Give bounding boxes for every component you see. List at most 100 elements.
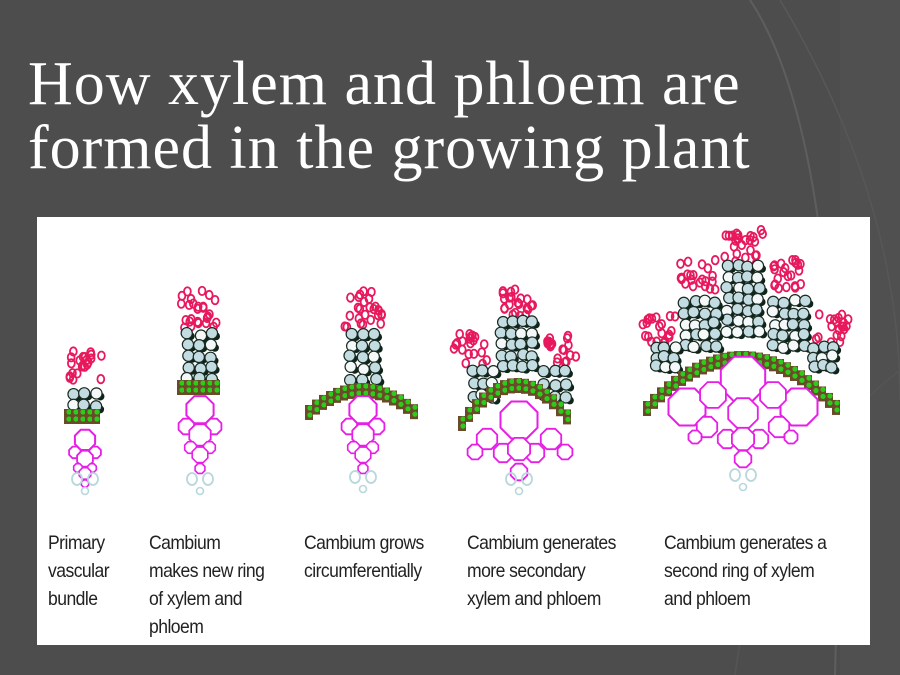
vessel-cell bbox=[192, 338, 206, 352]
vessel-cell bbox=[777, 296, 790, 310]
vessel-cell bbox=[753, 281, 766, 295]
vessel-cell bbox=[344, 360, 357, 373]
cambium-cell bbox=[391, 397, 397, 404]
protoxylem-cell bbox=[505, 472, 517, 486]
phloem-cell bbox=[688, 281, 698, 292]
protoxylem-cell bbox=[358, 484, 368, 494]
cambium-cell bbox=[363, 390, 369, 396]
vessel-cell bbox=[797, 327, 811, 341]
vessel-cell bbox=[752, 325, 766, 338]
phloem-cell bbox=[346, 292, 355, 303]
protoxylem-cell bbox=[202, 472, 214, 486]
cambium-cell bbox=[342, 385, 348, 392]
slide-title: How xylem and phloem are formed in the g… bbox=[28, 52, 888, 180]
cambium-cell bbox=[186, 380, 192, 386]
phloem-cell bbox=[455, 328, 464, 340]
cambium-cell bbox=[328, 398, 334, 404]
cambium-cell bbox=[523, 386, 529, 392]
phloem-cell bbox=[752, 250, 761, 261]
phloem-cell bbox=[364, 293, 374, 304]
phloem-cell bbox=[843, 314, 853, 325]
cambium-cell bbox=[558, 401, 564, 407]
cambium-cell bbox=[509, 378, 515, 385]
phloem-cell bbox=[710, 284, 720, 295]
vessel-cell bbox=[687, 305, 700, 319]
phloem-cell bbox=[683, 256, 693, 267]
vessel-cell bbox=[368, 339, 381, 353]
phloem-cell bbox=[737, 239, 747, 251]
cambium-cell bbox=[73, 409, 79, 415]
cambium-cell bbox=[207, 387, 213, 393]
vessel-cell bbox=[537, 364, 550, 378]
vessel-cell bbox=[343, 349, 356, 362]
caption-line: vascular bbox=[48, 560, 110, 582]
vessel-cell bbox=[731, 325, 744, 339]
cambium-cell bbox=[516, 378, 522, 384]
cambium-cell bbox=[349, 384, 355, 390]
vessel-cell bbox=[788, 293, 802, 307]
phloem-cell bbox=[770, 260, 779, 271]
cambium-cell bbox=[701, 359, 707, 366]
phloem-cell bbox=[746, 245, 755, 256]
caption-line: Primary bbox=[48, 532, 105, 554]
cambium-cell bbox=[778, 366, 784, 372]
vessel-cell bbox=[367, 327, 381, 341]
cambium-cell bbox=[384, 387, 390, 394]
cambium-cell bbox=[412, 404, 418, 410]
phloem-cell bbox=[377, 309, 386, 321]
phloem-cell bbox=[838, 321, 848, 332]
phloem-cell bbox=[695, 277, 705, 288]
vessel-cell bbox=[90, 387, 103, 400]
phloem-cell bbox=[638, 319, 648, 330]
phloem-cell bbox=[461, 358, 471, 369]
caption-line: and phloem bbox=[664, 588, 751, 610]
cambium-cell bbox=[792, 373, 798, 379]
cambium-cell bbox=[214, 387, 220, 393]
cambium-cell bbox=[412, 411, 418, 417]
phloem-cell bbox=[677, 274, 686, 285]
phloem-cell bbox=[687, 274, 696, 285]
vessel-cell bbox=[777, 341, 790, 354]
cambium-cell bbox=[474, 406, 480, 412]
phloem-cell bbox=[469, 348, 479, 359]
cambium-cell bbox=[537, 384, 543, 390]
cambium-cell bbox=[652, 401, 658, 407]
cambium-cell bbox=[673, 383, 679, 389]
phloem-cell bbox=[546, 341, 555, 352]
phloem-cell bbox=[571, 351, 581, 362]
caption-line: Cambium grows bbox=[304, 532, 424, 554]
vessel-cell bbox=[182, 361, 195, 374]
cambium-cell bbox=[544, 395, 550, 402]
vessel-cell bbox=[751, 271, 764, 284]
phloem-cell bbox=[479, 339, 489, 350]
cambium-cell bbox=[481, 399, 487, 406]
phloem-cell bbox=[703, 263, 713, 274]
protoxylem-cell bbox=[186, 472, 198, 486]
phloem-cell bbox=[82, 359, 92, 370]
cambium-cell bbox=[370, 384, 376, 390]
vessel-cell bbox=[356, 350, 370, 364]
cambium-cell bbox=[722, 353, 728, 359]
cambium-cell bbox=[405, 399, 411, 405]
phloem-cell bbox=[356, 318, 366, 329]
vessel-cell bbox=[826, 349, 839, 362]
phloem-cell bbox=[75, 355, 84, 366]
phloem-cell bbox=[500, 303, 509, 314]
vessel-cell bbox=[559, 378, 573, 391]
vessel-cell bbox=[205, 327, 219, 340]
phloem-cell bbox=[67, 358, 76, 369]
vessel-cell bbox=[776, 329, 789, 342]
phloem-cell bbox=[204, 289, 214, 301]
phloem-cell bbox=[203, 311, 213, 322]
vessel-cell bbox=[708, 296, 721, 309]
cambium-cell bbox=[551, 394, 557, 400]
vessel-cell bbox=[799, 294, 812, 308]
cambium-cell bbox=[193, 387, 199, 393]
vessel-cell bbox=[182, 349, 195, 362]
protoxylem-cell bbox=[729, 468, 741, 482]
phloem-cell bbox=[345, 310, 355, 321]
cambium-cell bbox=[363, 383, 369, 389]
protoxylem-cell bbox=[87, 472, 99, 486]
phloem-cell bbox=[184, 299, 194, 311]
cambium-cell bbox=[565, 409, 571, 416]
